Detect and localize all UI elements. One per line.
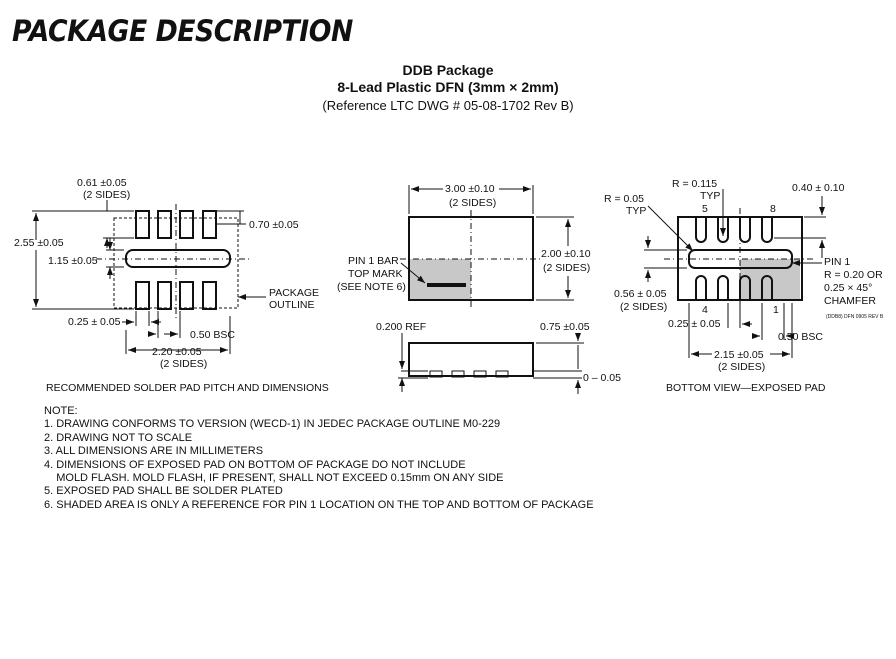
bottom-lead [695,275,707,300]
dim-package-height: 0.75 ±0.05 [540,321,590,333]
bottom-view: R = 0.115 TYP 5 8 0.40 ± 0.10 R = 0.05 T… [604,178,884,394]
pin-8-label: 8 [770,203,776,215]
bottom-lead [695,217,707,243]
pin1-bar-label: PIN 1 BAR [348,255,399,267]
solder-pad [179,281,194,310]
dim-lead-thickness: 0.200 REF [376,321,426,333]
dim-pad-gap: 0.25 ± 0.05 [68,316,121,328]
bottom-lead [717,275,729,300]
notes: NOTE: 1. DRAWING CONFORMS TO VERSION (WE… [44,405,594,512]
solder-pad [135,210,150,239]
dim-exposed-pad-height-bottom: 0.56 ± 0.05 [614,288,667,300]
package-outline-label: PACKAGE [269,287,319,299]
package-body-side [408,342,534,377]
dim-body-width: 2.00 ±0.10 [541,248,591,260]
note-1: 1. DRAWING CONFORMS TO VERSION (WECD-1) … [44,418,501,431]
side-lead [451,370,465,378]
package-outline-label-2: OUTLINE [269,299,315,311]
bottom-lead [717,217,729,243]
bottom-lead [761,217,773,243]
pin1-top-mark-label: TOP MARK [348,268,402,280]
dim-exposed-pad-width-sides: (2 SIDES) [160,358,207,370]
dim-footprint-height: 2.55 ±0.05 [14,237,64,249]
pin-4-label: 4 [702,304,708,316]
solder-pad-view: 0.61 ±0.05 (2 SIDES) 0.70 ±0.05 2.55 ±0.… [14,177,329,394]
pin1-radius: R = 0.20 OR [824,269,883,281]
dim-exposed-pad-length-sides: (2 SIDES) [718,361,765,373]
pin1-note-ref: (SEE NOTE 6) [337,281,406,293]
side-lead [495,370,509,378]
corner-radius: R = 0.05 [604,193,644,205]
pin1-chamfer-size: 0.25 × 45° [824,282,872,294]
drawing-code: (DDB8) DFN 0905 REV B [826,314,884,320]
dim-pad-pitch-bsc: 0.50 BSC [190,329,235,341]
note-6: 6. SHADED AREA IS ONLY A REFERENCE FOR P… [44,498,594,511]
package-description: 8-Lead Plastic DFN (3mm × 2mm) [337,79,559,95]
solder-pad [179,210,194,239]
pin-1-label: 1 [773,304,779,316]
side-lead [473,370,487,378]
pin-5-label: 5 [702,203,708,215]
lead-radius-typ: TYP [700,190,720,202]
solder-pad-caption: RECOMMENDED SOLDER PAD PITCH AND DIMENSI… [46,382,329,394]
solder-pad [202,281,217,310]
dim-exposed-pad-width: 2.20 ±0.05 [152,346,202,358]
solder-pad [157,210,172,239]
note-5: 5. EXPOSED PAD SHALL BE SOLDER PLATED [44,485,283,498]
pin1-shaded-area-bottom [740,259,800,300]
lead-radius: R = 0.115 [672,178,717,190]
dim-exposed-pad-height-sides: (2 SIDES) [620,301,667,313]
dim-standoff: 0 – 0.05 [583,372,621,384]
package-name: DDB Package [402,62,494,78]
pin1-shaded-area [409,259,471,300]
bottom-view-caption: BOTTOM VIEW—EXPOSED PAD [666,382,826,394]
dim-body-width-sides: (2 SIDES) [543,262,590,274]
note-4: 4. DIMENSIONS OF EXPOSED PAD ON BOTTOM O… [44,458,466,471]
bottom-lead [761,275,773,300]
corner-radius-typ: TYP [626,205,646,217]
dim-pad-width: 0.61 ±0.05 [77,177,127,189]
dim-body-length-sides: (2 SIDES) [449,197,496,209]
solder-pad [157,281,172,310]
dim-body-length: 3.00 ±0.10 [445,183,495,195]
note-3: 3. ALL DIMENSIONS ARE IN MILLIMETERS [44,445,264,458]
side-lead [429,370,443,378]
bottom-lead [739,275,751,300]
dim-pad-width-sides: (2 SIDES) [83,189,130,201]
solder-pad [135,281,150,310]
note-4-cont: MOLD FLASH. MOLD FLASH, IF PRESENT, SHAL… [44,472,504,485]
pin1-label-bottom: PIN 1 [824,256,850,268]
solder-pad [202,210,217,239]
note-2: 2. DRAWING NOT TO SCALE [44,431,193,444]
dim-lead-pitch: 0.50 BSC [778,331,823,343]
reference-drawing: (Reference LTC DWG # 05-08-1702 Rev B) [322,98,574,113]
dim-exposed-pad-length: 2.15 ±0.05 [714,349,764,361]
bottom-lead [739,217,751,243]
pin1-chamfer: CHAMFER [824,295,876,307]
top-view: 3.00 ±0.10 (2 SIDES) 2.00 ±0.10 (2 SIDES… [337,183,621,394]
dim-exposed-pad-height: 1.15 ±0.05 [48,255,98,267]
note-heading: NOTE: [44,405,78,417]
dim-lead-length: 0.40 ± 0.10 [792,182,845,194]
dim-lead-width: 0.25 ± 0.05 [668,318,721,330]
dim-pad-pitch-70: 0.70 ±0.05 [249,219,299,231]
page-title: PACKAGE DESCRIPTION [12,14,353,48]
